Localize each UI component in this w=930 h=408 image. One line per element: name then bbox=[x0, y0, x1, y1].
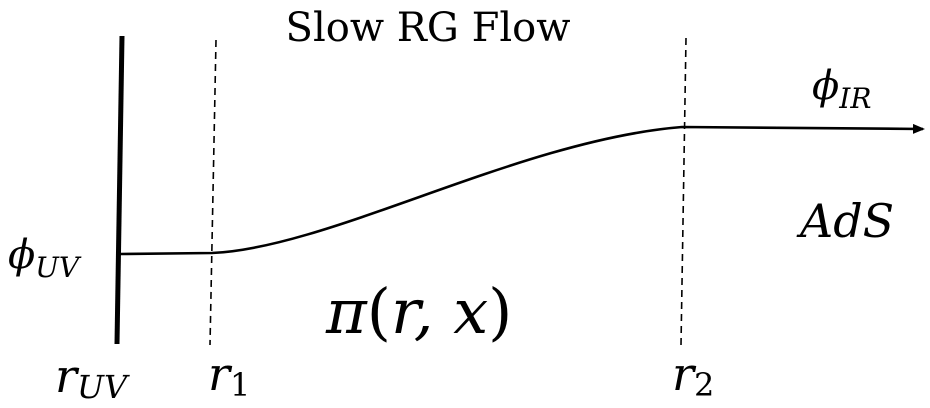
r1-label: r1 bbox=[208, 347, 250, 403]
phi-uv-subscript: UV bbox=[35, 251, 82, 284]
uv-boundary-line bbox=[114, 35, 125, 345]
r1-subscript: 1 bbox=[230, 366, 250, 403]
r-uv-symbol: r bbox=[55, 349, 80, 403]
pi-symbol: π bbox=[325, 275, 368, 348]
r-uv-subscript: UV bbox=[77, 368, 130, 403]
pi-open-paren: ( bbox=[367, 275, 391, 348]
r2-dashed-line bbox=[680, 37, 687, 346]
phi-uv-label: ϕUV bbox=[8, 232, 82, 284]
diagram-title: Slow RG Flow bbox=[286, 5, 571, 51]
r2-symbol: r bbox=[672, 347, 697, 401]
phi-uv-symbol: ϕ bbox=[8, 232, 35, 278]
phi-ir-subscript: IR bbox=[838, 82, 871, 115]
r-uv-label: rUV bbox=[55, 349, 130, 403]
r1-dashed-line bbox=[209, 39, 217, 346]
r2-subscript: 2 bbox=[694, 366, 714, 403]
phi-ir-symbol: ϕ bbox=[812, 63, 839, 109]
pi-field-label: π(r, x) bbox=[325, 275, 512, 348]
scalar-profile-curve bbox=[119, 123, 925, 256]
phi-ir-label: ϕIR bbox=[812, 63, 871, 115]
r2-label: r2 bbox=[672, 347, 714, 403]
pi-close-paren: ) bbox=[488, 275, 512, 348]
r1-symbol: r bbox=[208, 347, 233, 401]
ads-label: AdS bbox=[796, 194, 894, 248]
pi-args: r, x bbox=[391, 275, 488, 348]
